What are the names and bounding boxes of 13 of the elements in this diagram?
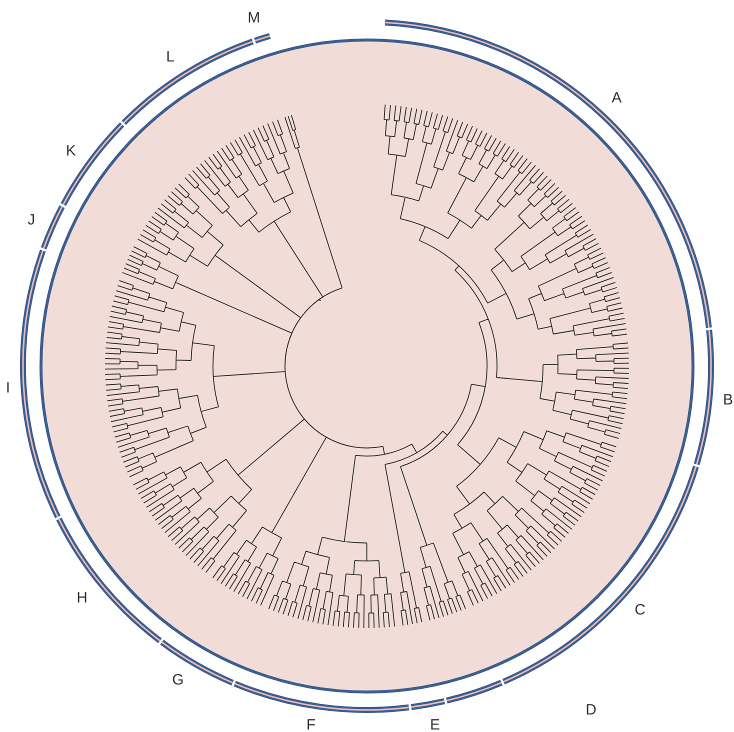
clade-label: L <box>166 50 175 65</box>
clade-label: E <box>430 718 440 732</box>
clade-label: D <box>586 702 596 718</box>
clade-label: J <box>28 212 36 228</box>
clade-label: M <box>248 10 260 26</box>
clade-label: B <box>723 392 733 408</box>
clade-label: G <box>172 672 184 688</box>
clade-label: A <box>612 90 622 106</box>
clade-label: C <box>634 602 646 618</box>
clade-label: F <box>306 718 316 732</box>
clade-label: H <box>76 590 88 606</box>
clade-label: K <box>66 143 76 158</box>
clade-label: I <box>6 380 10 396</box>
